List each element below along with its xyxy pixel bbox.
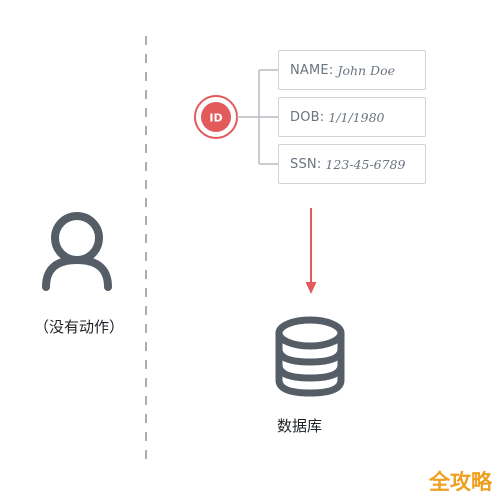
watermark: 全攻略 xyxy=(429,470,492,494)
database-icon xyxy=(275,316,345,397)
field-connectors xyxy=(237,69,278,165)
id-badge: ID xyxy=(194,95,238,139)
name-field-box: NAME: John Doe xyxy=(278,50,426,90)
person-icon xyxy=(42,212,112,291)
ssn-field-box: SSN: 123-45-6789 xyxy=(278,144,426,184)
user-caption: （没有动作） xyxy=(34,318,125,336)
id-badge-label: ID xyxy=(209,112,222,125)
name-field-label: NAME: xyxy=(290,62,334,78)
name-field-value: John Doe xyxy=(337,62,395,78)
ssn-field-label: SSN: xyxy=(290,156,322,172)
dob-field-label: DOB: xyxy=(290,109,325,125)
down-arrow xyxy=(305,208,317,294)
ssn-field-value: 123-45-6789 xyxy=(325,156,406,172)
dob-field-box: DOB: 1/1/1980 xyxy=(278,97,426,137)
database-caption: 数据库 xyxy=(277,417,323,435)
dob-field-value: 1/1/1980 xyxy=(328,109,385,125)
